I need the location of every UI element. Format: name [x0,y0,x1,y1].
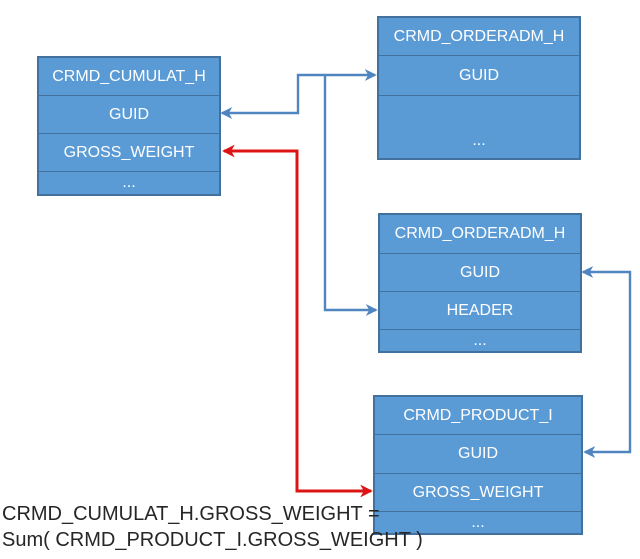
connector-blue-topright-guid-left-guid [220,69,377,119]
formula-annotation: CRMD_CUMULAT_H.GROSS_WEIGHT = Sum( CRMD_… [2,501,423,553]
formula-line-1: CRMD_CUMULAT_H.GROSS_WEIGHT = [2,503,380,525]
table-row-ellipsis: ... [380,329,580,351]
table-row-ellipsis: ... [375,511,581,533]
table-title: CRMD_ORDERADM_H [394,225,566,242]
connector-red-gross-weight [222,144,373,498]
table-title: CRMD_ORDERADM_H [393,27,565,45]
table-box-crmd-orderadm-h-middle: CRMD_ORDERADM_H GUID HEADER ... [378,213,582,353]
table-row-guid: GUID [379,55,579,95]
table-box-crmd-product-i: CRMD_PRODUCT_I GUID GROSS_WEIGHT ... [373,395,583,535]
connector-blue-branch-middle-header [323,75,378,316]
formula-line-2: Sum( CRMD_PRODUCT_I.GROSS_WEIGHT ) [2,529,423,551]
table-row-ellipsis: ... [379,95,579,158]
table-row-gross-weight: GROSS_WEIGHT [39,133,219,171]
table-title: CRMD_PRODUCT_I [403,406,553,424]
table-row-header: HEADER [380,291,580,329]
table-row-guid: GUID [39,95,219,133]
table-box-crmd-orderadm-h-top: CRMD_ORDERADM_H GUID ... [377,16,581,160]
connector-blue-middle-guid-bottom-guid [581,266,632,458]
table-box-crmd-cumulat-h: CRMD_CUMULAT_H GUID GROSS_WEIGHT ... [37,56,221,196]
table-title: CRMD_CUMULAT_H [52,67,206,85]
table-row-ellipsis: ... [39,171,219,194]
table-row-guid: GUID [380,253,580,291]
table-row-guid: GUID [375,434,581,473]
table-row-gross-weight: GROSS_WEIGHT [375,473,581,511]
